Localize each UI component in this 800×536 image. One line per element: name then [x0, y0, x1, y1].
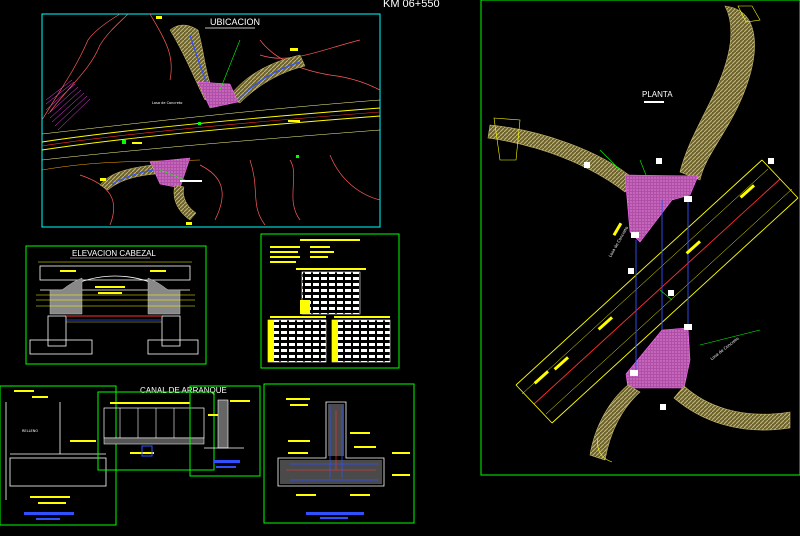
quantities-tables [260, 233, 400, 369]
road-alignment [41, 99, 381, 171]
elevacion-frame [25, 245, 207, 365]
relleno-detail: RELLENO [0, 385, 117, 526]
section-detail [263, 383, 415, 524]
ubicacion-losa-label: Losa de Concreto [152, 101, 182, 105]
lower-channel-left [99, 164, 156, 191]
planta-channel-upper-left [487, 124, 636, 193]
terrain-contours [41, 13, 381, 226]
planta-apron-upper [624, 174, 699, 243]
canal-section-frame [189, 385, 261, 477]
planta-channel-lower-left [589, 384, 641, 461]
canal-title: CANAL DE ARRANQUE [140, 386, 227, 395]
lower-channel-right [173, 184, 197, 221]
km-station-label: KM 06+550 [383, 0, 440, 10]
ubicacion-view: UBICACION [41, 13, 381, 228]
relleno-frame [0, 385, 117, 526]
canal-frame [97, 391, 215, 471]
ubicacion-frame [41, 13, 381, 228]
planta-losa-label-2: Losa de Concreto [709, 336, 740, 362]
canal-arranque-view: CANAL DE ARRANQUE [97, 385, 261, 477]
planta-road [515, 159, 799, 424]
elevacion-title: ELEVACION CABEZAL [72, 249, 156, 258]
upper-channel-right [227, 54, 306, 104]
elevacion-view: ELEVACION CABEZAL [25, 245, 207, 365]
planta-channel-upper [679, 5, 755, 181]
ubicacion-small-labels [100, 16, 300, 225]
planta-title: PLANTA [642, 90, 673, 99]
tables-frame [260, 233, 400, 369]
upper-channel-left [169, 24, 216, 101]
planta-view: PLANTA [480, 0, 800, 476]
ubicacion-title: UBICACION [210, 17, 260, 27]
upper-apron [197, 81, 239, 109]
planta-frame [480, 0, 800, 476]
planta-culvert-pipes [635, 196, 689, 370]
section-detail-frame [263, 383, 415, 524]
relleno-label: RELLENO [22, 429, 38, 433]
planta-channel-lower-right [673, 385, 791, 431]
lower-apron [149, 157, 191, 189]
contour-bundle [45, 79, 91, 131]
